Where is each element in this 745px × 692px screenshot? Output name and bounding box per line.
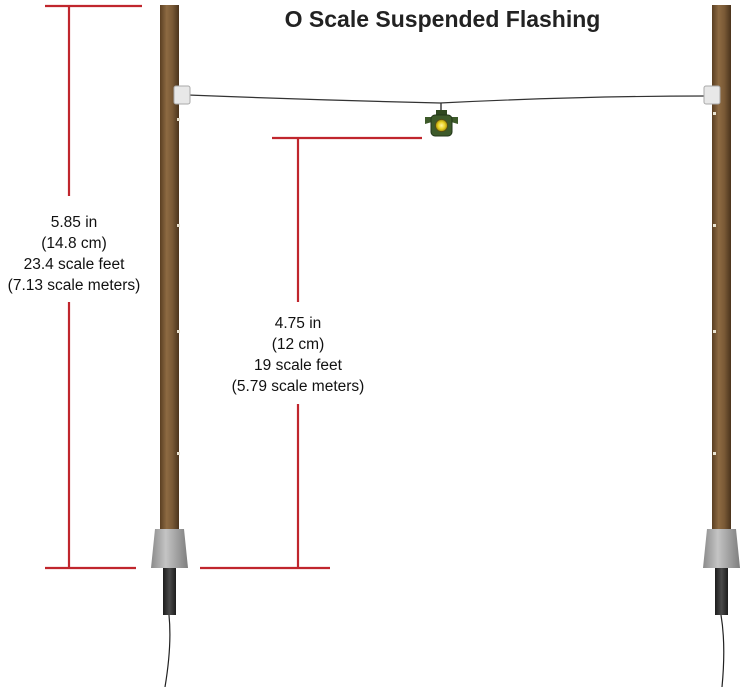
signal-inches: 4.75 in [274, 315, 322, 332]
overall-dimension-line [45, 4, 142, 570]
overall-scale-feet: 23.4 scale feet [23, 256, 125, 273]
right-wire-insulator [703, 85, 721, 105]
left-pole-steps [177, 118, 180, 455]
signal-cm: (12 cm) [271, 336, 325, 353]
signal-lamp-icon [435, 119, 448, 132]
signal-left-visor [425, 117, 432, 124]
page-title: O Scale Suspended Flashing [284, 6, 601, 32]
left-pole-base [151, 529, 188, 568]
span-wire [187, 94, 707, 104]
left-pole-shaft [160, 5, 179, 529]
signal-dimension-label: 4.75 in (12 cm) 19 scale feet (5.79 scal… [218, 313, 378, 397]
overall-inches: 5.85 in [50, 214, 98, 231]
left-pole-post [163, 568, 176, 615]
right-pole-steps [713, 112, 716, 455]
right-pole [703, 5, 740, 688]
left-lead-wire [164, 614, 171, 688]
right-pole-post [715, 568, 728, 615]
left-pole [151, 5, 191, 688]
overall-cm: (14.8 cm) [41, 235, 107, 252]
signal-scale-feet: 19 scale feet [254, 357, 342, 374]
signal-scale-meters: (5.79 scale meters) [231, 378, 365, 395]
right-pole-base [703, 529, 740, 568]
overall-scale-meters: (7.13 scale meters) [7, 277, 141, 294]
right-pole-shaft [712, 5, 731, 529]
right-lead-wire [720, 614, 725, 688]
left-wire-insulator [173, 85, 191, 105]
overall-dimension-label: 5.85 in (14.8 cm) 23.4 scale feet (7.13 … [0, 212, 148, 296]
signal-right-visor [451, 117, 458, 124]
flashing-signal-head [425, 110, 458, 137]
signal-dimension-line [200, 136, 422, 570]
signal-top-cap [436, 110, 447, 116]
